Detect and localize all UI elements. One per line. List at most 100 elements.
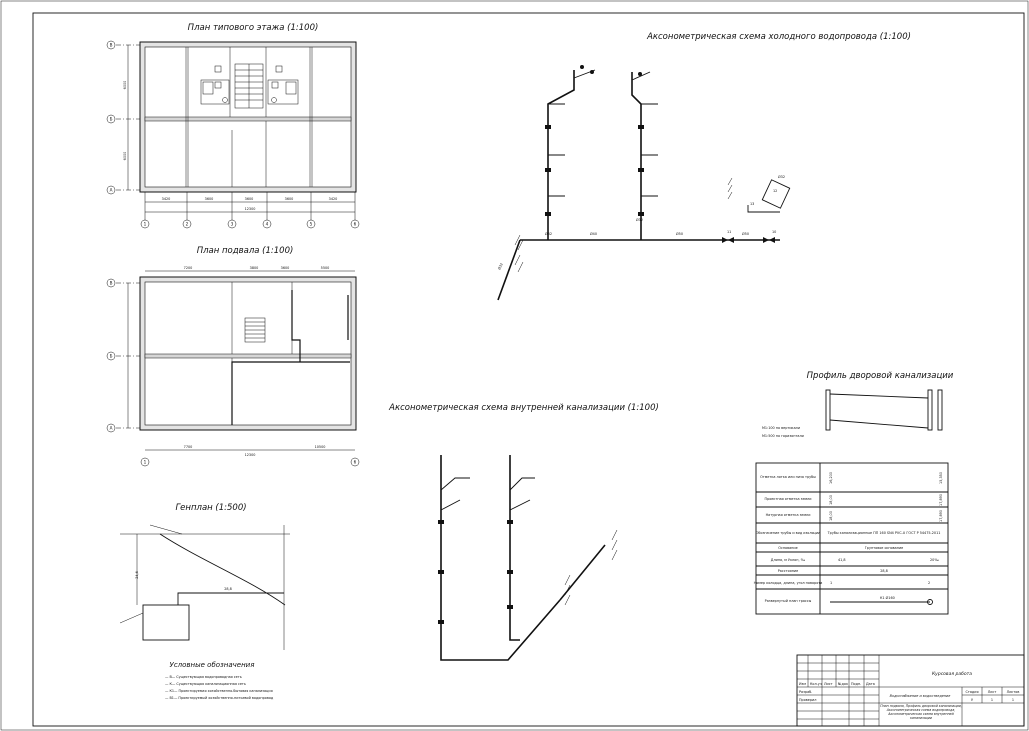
sewer-branches: [440, 477, 535, 511]
cw-diam-2: Ø40: [590, 231, 597, 236]
yard-sewer-profile: Профиль дворовой канализации М1:100 по в…: [754, 371, 954, 615]
floor-plan-axis-markers: [106, 40, 116, 195]
profile-well-2: 2: [928, 581, 930, 585]
profile-proj-left: 18,00: [829, 495, 833, 505]
floor-plan-dim-side-1: 6000: [123, 81, 127, 90]
sewer-outlet-slope: [559, 544, 606, 601]
cw-branches: [548, 69, 658, 197]
basement-dim-bottom-3: 10500: [315, 445, 326, 449]
profile-lotok-left: 16,200: [829, 472, 833, 484]
cw-water-meter: [761, 179, 791, 209]
legend-item-1: — В— Существующая водопроводная сеть: [165, 675, 242, 679]
title-block-col-sign: Подп.: [851, 682, 861, 686]
legend-title: Условные обозначения: [170, 661, 255, 669]
floor-plan-riser-right: [275, 65, 283, 73]
profile-scale-v: М1:100 по вертикали: [762, 426, 800, 430]
basement-dim-bottom-1: 7700: [184, 445, 193, 449]
sewer-riser-2: [509, 455, 520, 641]
floor-plan-dim-1: 3420: [162, 197, 171, 201]
title-block-role-dev: Разраб.: [799, 690, 812, 694]
floor-plan-dim-3: 3600: [245, 197, 254, 201]
profile-lotok-right: 15,350: [939, 472, 943, 484]
cw-diam-6: Ø32: [496, 262, 503, 270]
site-plan-building: [142, 604, 190, 641]
profile-wells: [825, 389, 943, 431]
title-block-col-kol: Кол.уч: [810, 682, 822, 686]
profile-length: 41,8: [838, 558, 846, 562]
sewer-axo: Аксонометрическая схема внутренней канал…: [388, 403, 659, 661]
legend: Условные обозначения — В— Существующая в…: [165, 661, 274, 700]
profile-plan-well: [927, 599, 933, 605]
cw-diam-4: Ø50: [742, 231, 749, 236]
site-plan-road-line: [149, 524, 183, 535]
profile-row-3: Натурная отметка земли: [766, 513, 811, 517]
floor-plan-bathroom-right: [267, 79, 299, 105]
title-block-sheet-v: 1: [991, 698, 993, 702]
title-block-sheet-desc-box: План подвала, Профиль дворовой канализац…: [880, 704, 962, 720]
profile-row-4: Обозначение трубы и вид изоляции: [756, 531, 821, 535]
profile-plan-label: К1 Ø160: [880, 595, 895, 600]
floor-plan-col-2: 2: [186, 222, 189, 227]
floor-plan-col-markers: [140, 219, 360, 229]
site-plan-road-curve: [159, 533, 286, 606]
floor-plan-dim-5: 3420: [329, 197, 338, 201]
profile-row-2: Проектная отметка земли: [765, 497, 812, 501]
basement-col-1: 1: [144, 460, 147, 465]
title-block: Курсовая работа Водоснабжение и водоотве…: [796, 654, 1025, 727]
site-plan-water-line: [119, 612, 144, 624]
title-block-stage-h: Стадия: [965, 690, 978, 694]
floor-plan-corridor-wall: [144, 116, 352, 122]
cw-node-11: 11: [727, 230, 731, 234]
cold-water-title: Аксонометрическая схема холодного водопр…: [646, 32, 911, 42]
site-plan-sewer-line: [177, 592, 284, 605]
title-block-subject: Водоснабжение и водоотведение: [890, 694, 951, 698]
profile-proj-right: 17,890: [939, 494, 943, 506]
profile-table: [755, 462, 949, 615]
cw-diam-1: Ø32: [545, 231, 552, 236]
floor-plan-bathroom-left: [200, 79, 230, 105]
profile-distance: 28,8: [880, 569, 888, 573]
cw-valves: [722, 237, 775, 243]
profile-row-8: Номер колодца, длина, угол поворота: [754, 581, 823, 585]
cw-inlet-line: [497, 239, 521, 301]
cw-fittings: [545, 65, 644, 216]
title-block-role-check: Проверил: [799, 698, 816, 702]
cw-meter-bypass: [747, 205, 780, 213]
floor-plan-col-3: 3: [231, 222, 234, 227]
floor-plan-dim-2: 3600: [205, 197, 214, 201]
title-block-sheets-v: 1: [1012, 698, 1014, 702]
sewer-wall-hatch: [564, 529, 618, 606]
profile-nat-right: 17,890: [939, 510, 943, 522]
profile-pipe: Трубы канализационные ПП 160 SN4 PVC-U Г…: [827, 531, 941, 535]
floor-plan-col-4: 4: [266, 222, 269, 227]
profile-scale-h: М1:500 по горизонтали: [762, 434, 804, 438]
floor-plan-col-5: 5: [310, 222, 313, 227]
sewer-fittings: [438, 520, 513, 624]
cw-diam-5: Ø32: [778, 174, 785, 179]
floor-plan-bottom-dimension: [144, 192, 356, 220]
basement-plan-title: План подвала (1:100): [197, 246, 294, 256]
sewer-riser-1-outlet: [440, 455, 561, 661]
basement-dim-top-2: 3800: [250, 266, 259, 270]
basement-axis-markers: [106, 278, 360, 467]
basement-stair-steps: [245, 321, 265, 339]
title-block-col-list: Лист: [824, 682, 833, 686]
legend-item-3: — К1— Проектируемая хозяйственно-бытовая…: [165, 689, 273, 693]
cw-wall-hatch: [514, 177, 733, 273]
title-block-stage-v: У: [971, 698, 974, 702]
site-plan-grid: [120, 525, 290, 650]
title-block-sheet-h: Лист: [988, 690, 997, 694]
title-block-sheet-desc: План подвала, Профиль дворовой канализац…: [880, 704, 962, 720]
profile-row-9: Развернутый план трассы: [765, 599, 812, 603]
floor-plan-col-1: 1: [144, 222, 147, 227]
site-plan-title: Генплан (1:500): [175, 503, 246, 513]
floor-plan-riser-left: [214, 65, 222, 73]
floor-plan-stair-steps: [235, 64, 263, 108]
basement-axis-label-v: В: [110, 281, 113, 286]
basement-dim-bottom-2: 12300: [245, 453, 256, 457]
floor-plan-axis-label-v: В: [110, 43, 113, 48]
floor-plan-col-6: 6: [354, 222, 357, 227]
legend-item-4: — В1— Проектируемый хозяйственно-питьево…: [165, 696, 274, 700]
cw-diam-3: Ø50: [676, 231, 683, 236]
